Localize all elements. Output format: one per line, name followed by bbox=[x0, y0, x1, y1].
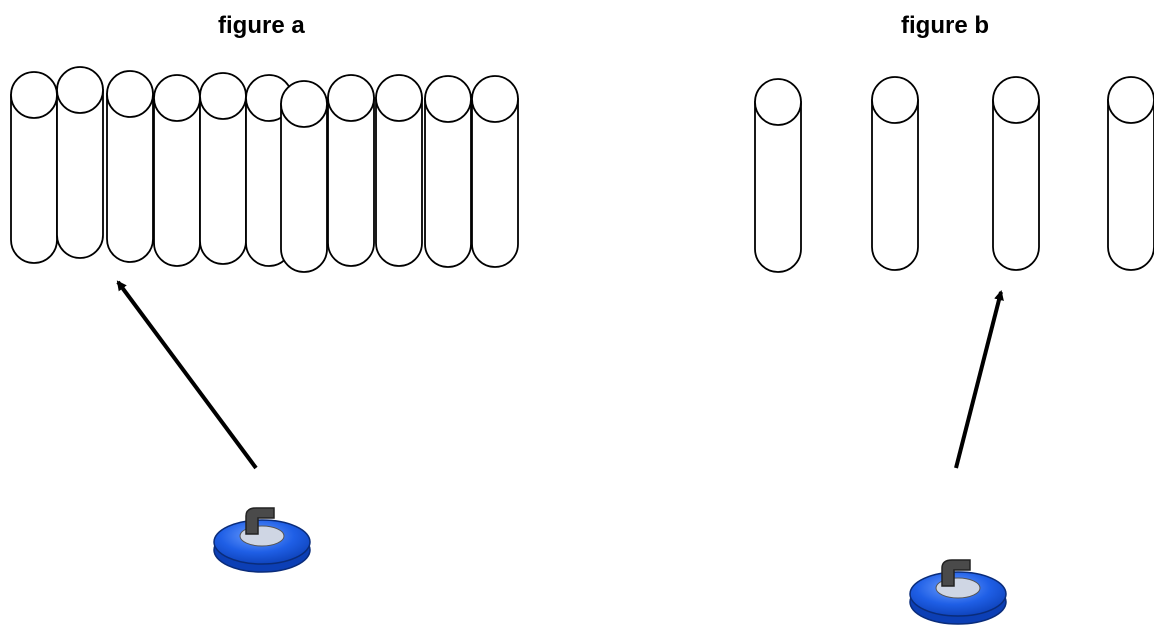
arrow-icon bbox=[954, 290, 1004, 469]
cylinder-pin-icon bbox=[56, 66, 104, 259]
cylinder-pin-icon bbox=[992, 76, 1040, 271]
cylinder-pin-icon bbox=[327, 74, 375, 267]
cylinder-pin-icon bbox=[375, 74, 423, 267]
figure-a-title: figure a bbox=[218, 12, 305, 39]
cylinder-pin-icon bbox=[280, 80, 328, 273]
cylinder-pin-icon bbox=[199, 72, 247, 265]
cylinder-pin-icon bbox=[153, 74, 201, 267]
cylinder-pin-icon bbox=[754, 78, 802, 273]
arrow-icon bbox=[116, 280, 258, 470]
figure-b-pin-row bbox=[754, 76, 1154, 273]
cylinder-pin-icon bbox=[871, 76, 919, 271]
curling-stone-icon bbox=[909, 559, 1007, 625]
figure-b-title: figure b bbox=[901, 12, 989, 39]
cylinder-pin-icon bbox=[106, 70, 154, 263]
cylinder-pin-icon bbox=[471, 75, 519, 268]
curling-stone-icon bbox=[213, 507, 311, 573]
cylinder-pin-icon bbox=[424, 75, 472, 268]
cylinder-pin-icon bbox=[1107, 76, 1154, 271]
figure-a-pin-row bbox=[10, 66, 519, 273]
cylinder-pin-icon bbox=[10, 71, 58, 264]
